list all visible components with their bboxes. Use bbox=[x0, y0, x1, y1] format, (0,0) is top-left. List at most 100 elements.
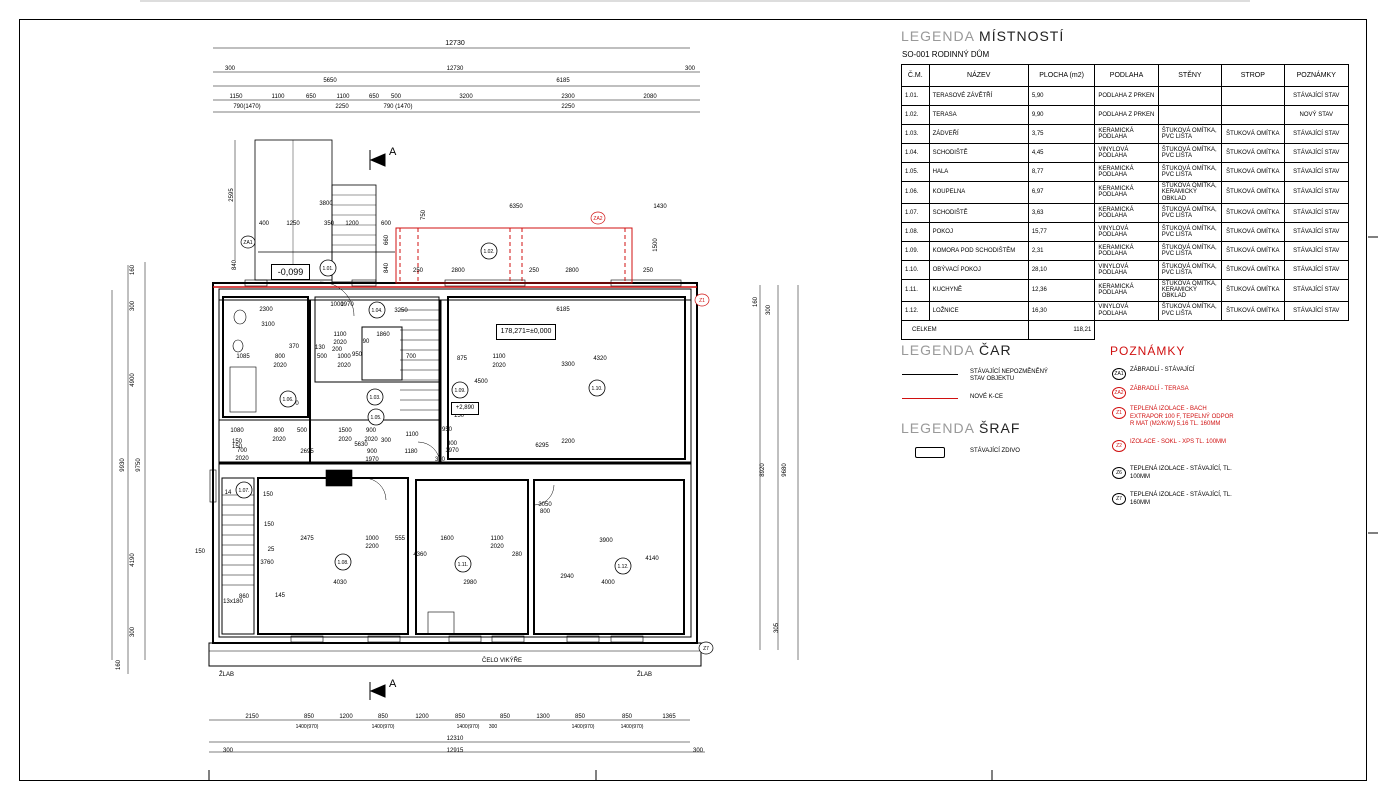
rooms-table-cell-note: STÁVAJÍCÍ STAV bbox=[1283, 162, 1350, 182]
dimension-label: 160 bbox=[116, 659, 122, 670]
dimension-label: 12915 bbox=[447, 748, 464, 754]
dimension-label: 3760 bbox=[260, 560, 274, 566]
rooms-table-cell-ceiling: ŠTUKOVÁ OMÍTKA bbox=[1221, 181, 1285, 204]
rooms-table-cell-area: 15,77 bbox=[1027, 221, 1096, 242]
section-label-top: A bbox=[389, 146, 397, 158]
dimension-label: 1365 bbox=[662, 714, 676, 720]
dimension-label: 2300 bbox=[561, 94, 575, 100]
rooms-table-cell-floor: PODLAHA Z PRKEN bbox=[1094, 105, 1159, 125]
dimension-label: 800 bbox=[447, 441, 458, 447]
rooms-table-cell-floor: KERAMICKÁ PODLAHA bbox=[1094, 124, 1159, 144]
legend-hatch-title-main: LEGENDA bbox=[901, 420, 975, 436]
dimension-label: 150 bbox=[264, 522, 275, 528]
dimension-label: 6185 bbox=[556, 78, 570, 84]
dimension-label: 1500 bbox=[653, 238, 659, 252]
rooms-table-cell-no: 1.04. bbox=[901, 143, 930, 163]
rooms-table-cell-ceiling bbox=[1221, 105, 1285, 125]
dimension-label: 160 bbox=[130, 264, 136, 275]
rooms-table-cell-ceiling: ŠTUKOVÁ OMÍTKA bbox=[1221, 143, 1285, 163]
rooms-table-cell-note: STÁVAJÍCÍ STAV bbox=[1283, 221, 1350, 242]
rooms-table-cell-no: 1.01. bbox=[901, 86, 930, 106]
room-tag-label: 1.09. bbox=[454, 388, 465, 394]
room-tag-circle bbox=[235, 481, 253, 499]
rooms-table-cell-note: STÁVAJÍCÍ STAV bbox=[1283, 181, 1350, 204]
room-tag-circle bbox=[319, 259, 337, 277]
rooms-table-cell-note: STÁVAJÍCÍ STAV bbox=[1283, 124, 1350, 144]
rooms-table-cell-name: TERASOVÉ ZÁVĚTŘÍ bbox=[928, 86, 1029, 106]
rooms-table-cell-ceiling: ŠTUKOVÁ OMÍTKA bbox=[1221, 300, 1285, 321]
dimension-label: 850 bbox=[378, 714, 389, 720]
rooms-table-header: STROP bbox=[1221, 64, 1285, 87]
dimension-label: 300 bbox=[130, 300, 136, 311]
gable-label: ČELO VIKÝŘE bbox=[482, 658, 523, 664]
dimension-label: 1600 bbox=[440, 536, 454, 542]
rooms-total-value: 118,21 bbox=[1027, 319, 1096, 340]
main-level-label: 178,271=±0,000 bbox=[496, 324, 556, 340]
dimension-label: 9750 bbox=[136, 458, 142, 472]
plan-tag-label: ZA2 bbox=[593, 216, 602, 222]
dimension-label: 800 bbox=[275, 354, 286, 360]
rooms-table-cell-note: STÁVAJÍCÍ STAV bbox=[1283, 300, 1350, 321]
plan-tag-label: ZA1 bbox=[243, 240, 252, 246]
plan-tag-circle bbox=[240, 235, 256, 249]
dimension-label: 860 bbox=[239, 594, 250, 600]
rooms-table-cell-no: 1.02. bbox=[901, 105, 930, 125]
dimension-label: 150 bbox=[454, 413, 465, 419]
rooms-table-cell-no: 1.09. bbox=[901, 240, 930, 261]
rooms-table-header: NÁZEV bbox=[928, 64, 1029, 87]
rooms-table-cell-walls bbox=[1157, 86, 1223, 106]
rooms-table-cell-note: STÁVAJÍCÍ STAV bbox=[1283, 143, 1350, 163]
dimension-label: 950 bbox=[442, 427, 453, 433]
legend-rooms-title-main: LEGENDA bbox=[901, 28, 975, 44]
rooms-table-cell-area: 6,97 bbox=[1027, 181, 1096, 204]
rooms-table-cell-area: 4,45 bbox=[1027, 143, 1096, 163]
rooms-table-cell-ceiling: ŠTUKOVÁ OMÍTKA bbox=[1221, 221, 1285, 242]
dimension-label: 1200 bbox=[339, 714, 353, 720]
dimension-label: 4140 bbox=[645, 556, 659, 562]
dimension-label: 250 bbox=[529, 268, 540, 274]
dimension-label: 6350 bbox=[509, 204, 523, 210]
room-tag-label: 1.12. bbox=[617, 564, 628, 570]
dimension-label: 400 bbox=[259, 221, 270, 227]
rooms-table-cell-walls: ŠTUKOVÁ OMÍTKA, PVC LIŠTA bbox=[1157, 240, 1223, 261]
bottom-dimension-lines bbox=[209, 719, 705, 753]
dimension-label: 1400(970) bbox=[296, 724, 319, 730]
rooms-table-cell-ceiling bbox=[1221, 86, 1285, 106]
rooms-table-cell-area: 8,77 bbox=[1027, 162, 1096, 182]
dimension-label: 3200 bbox=[459, 94, 473, 100]
rooms-table-cell-floor: KERAMICKÁ PODLAHA bbox=[1094, 181, 1159, 204]
rooms-table-cell-floor: PODLAHA Z PRKEN bbox=[1094, 86, 1159, 106]
dimension-label: 300 bbox=[225, 66, 236, 72]
rooms-table-cell-name: LOŽNICE bbox=[928, 300, 1029, 321]
dimension-label: 2020 bbox=[273, 363, 287, 369]
dimension-label: 1100 bbox=[272, 94, 286, 100]
rooms-table-header: POZNÁMKY bbox=[1283, 64, 1350, 87]
dimension-label: 5650 bbox=[323, 78, 337, 84]
room-tag-label: 1.10. bbox=[591, 386, 602, 392]
dimension-label: 280 bbox=[512, 552, 523, 558]
dimension-label: 150 bbox=[232, 444, 243, 450]
rooms-table-cell-note: STÁVAJÍCÍ STAV bbox=[1283, 202, 1350, 223]
dimension-label: 300 bbox=[693, 748, 704, 754]
dimension-label: 2020 bbox=[337, 363, 351, 369]
rooms-table-cell-floor: VINYLOVÁ PODLAHA bbox=[1094, 221, 1159, 242]
dimension-label: 300 bbox=[685, 66, 696, 72]
dimension-label: 1100 bbox=[334, 332, 348, 338]
dimension-label: 2250 bbox=[335, 104, 349, 110]
dimension-label: 12730 bbox=[447, 66, 464, 72]
dimension-label: 4000 bbox=[601, 580, 615, 586]
side-dimension-lines bbox=[111, 140, 799, 674]
plan-tag-circle bbox=[694, 293, 710, 307]
dimension-label: 2080 bbox=[643, 94, 657, 100]
dimension-label: 2800 bbox=[451, 268, 465, 274]
rooms-table-cell-walls: ŠTUKOVÁ OMÍTKA, PVC LIŠTA bbox=[1157, 202, 1223, 223]
legend-hatch-label: STÁVAJÍCÍ ZDIVO bbox=[970, 448, 1020, 454]
dim-overall-top: 12730 bbox=[445, 40, 465, 47]
